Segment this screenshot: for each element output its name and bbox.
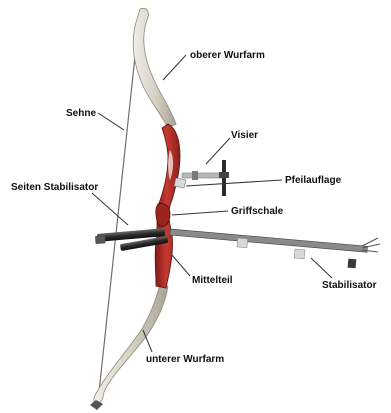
label-visier: Visier xyxy=(231,130,258,141)
label-sehne: Sehne xyxy=(66,108,96,119)
arrow-rest xyxy=(174,178,186,188)
leader-stabilisator xyxy=(311,258,332,278)
leader-mittelteil xyxy=(172,255,190,276)
leader-oberer-wurfarm xyxy=(163,55,186,80)
upper-limb xyxy=(133,8,176,128)
lower-limb xyxy=(94,284,168,404)
leader-pfeilauflage xyxy=(186,180,282,186)
label-mittelteil: Mittelteil xyxy=(192,275,233,286)
label-unterer-wurfarm: unterer Wurfarm xyxy=(146,354,224,365)
grip xyxy=(156,203,170,226)
label-oberer-wurfarm: oberer Wurfarm xyxy=(190,50,265,61)
leader-visier xyxy=(206,138,230,164)
bow-string xyxy=(99,10,140,392)
leader-griffschale xyxy=(172,211,228,215)
leader-seiten-stabilisator xyxy=(92,193,128,225)
label-pfeilauflage: Pfeilauflage xyxy=(285,175,342,186)
main-stabilizer xyxy=(170,229,380,268)
label-griffschale: Griffschale xyxy=(231,206,284,217)
label-seiten-stabilisator: Seiten Stabilisator xyxy=(11,182,98,193)
leader-sehne xyxy=(98,113,124,130)
label-stabilisator: Stabilisator xyxy=(322,280,377,291)
sight xyxy=(182,160,229,196)
